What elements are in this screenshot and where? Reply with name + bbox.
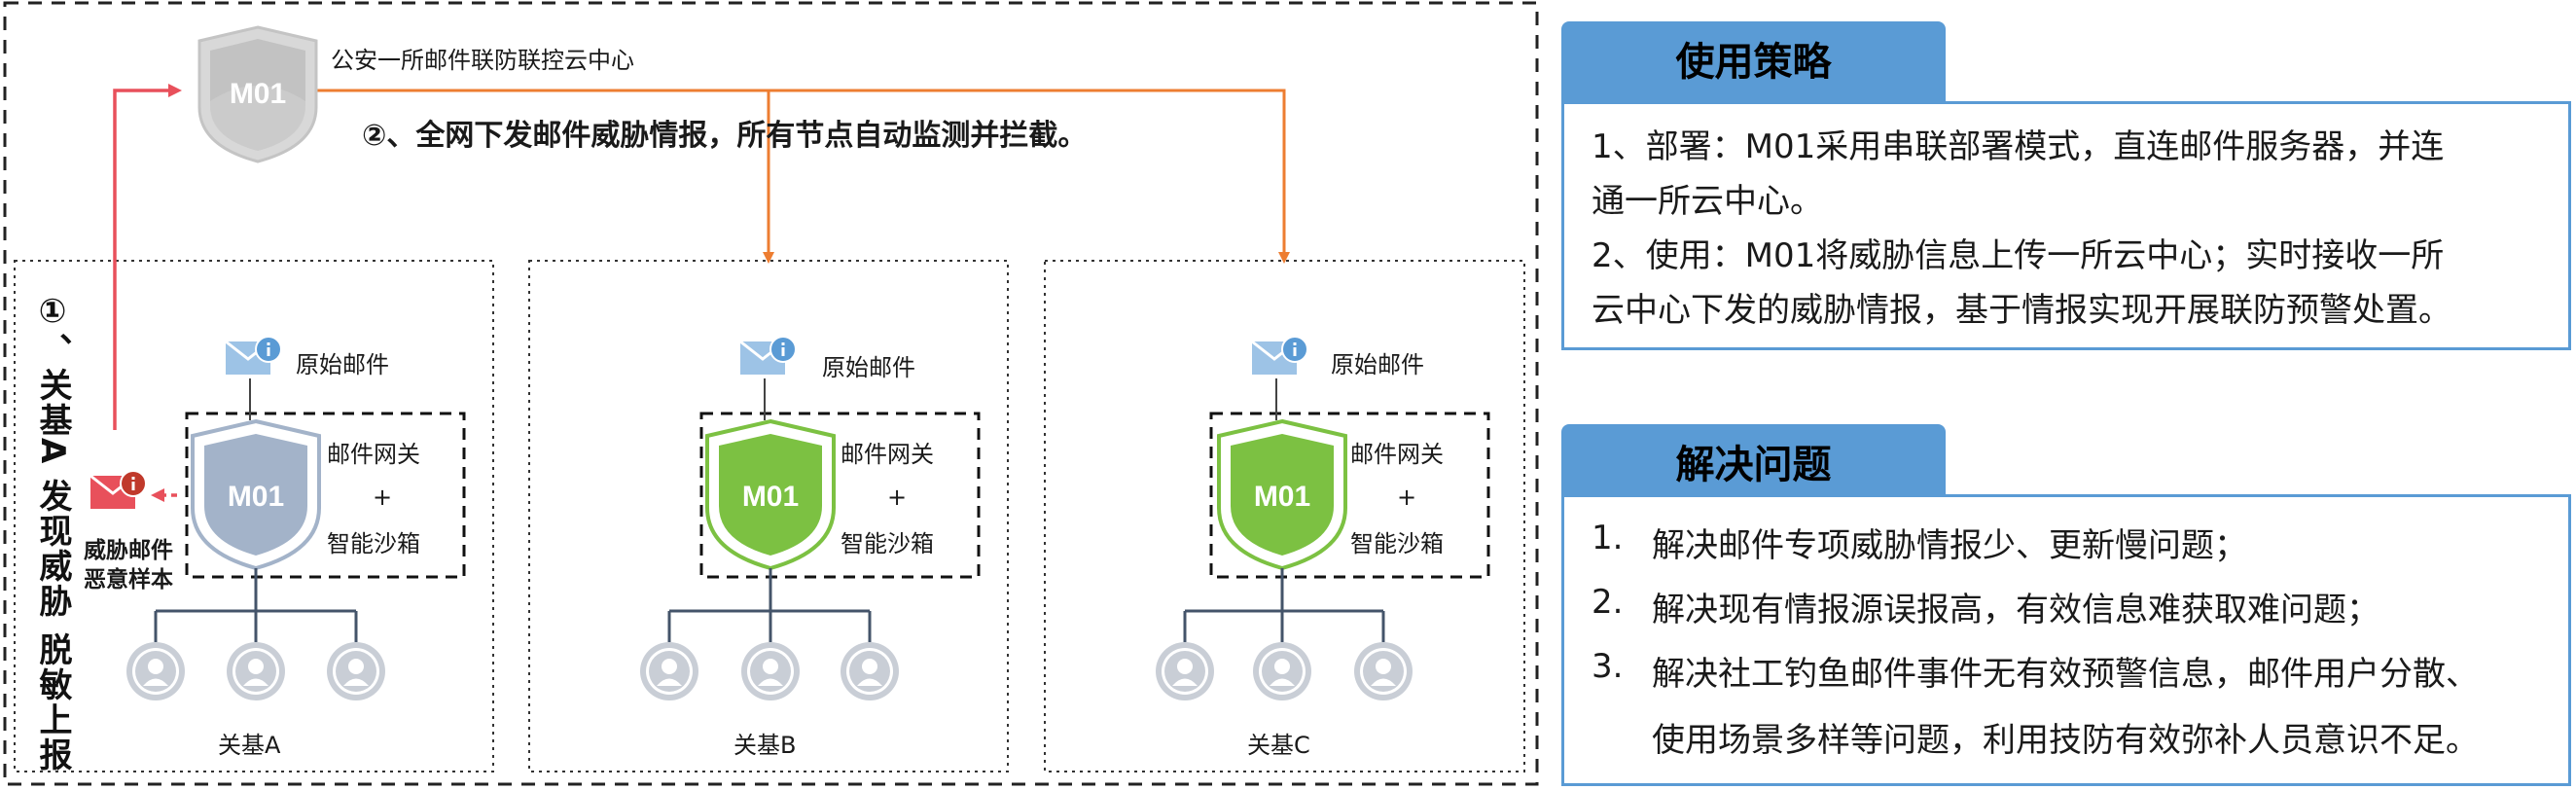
- tree-connector-c: [1183, 568, 1385, 642]
- site-c-name: 关基C: [1247, 732, 1310, 759]
- user-icon: [1156, 642, 1214, 700]
- site-box-b: [528, 260, 1009, 772]
- site-c-shield-icon: [1217, 418, 1347, 571]
- problem-text-3: 解决社工钓鱼邮件事件无有效预警信息，邮件用户分散、: [1652, 655, 2479, 694]
- site-c-mail-label: 原始邮件: [1331, 351, 1424, 378]
- site-c-gateway-plus: +: [1397, 484, 1417, 511]
- strategy-line-2: 通一所云中心。: [1592, 182, 1823, 221]
- mail-icon-c: [1251, 336, 1308, 375]
- site-box-a: [14, 260, 494, 772]
- strategy-line-1: 1、部署：M01采用串联部署模式，直连邮件服务器，并连: [1592, 127, 2445, 166]
- cloud-shield-icon: [197, 25, 318, 163]
- threat-mail-icon: [89, 470, 147, 509]
- site-b-gateway-line2: 智能沙箱: [841, 530, 934, 557]
- problem-text-2: 解决现有情报源误报高，有效信息难获取难问题；: [1652, 591, 2379, 629]
- site-b-shield-icon: [705, 418, 836, 571]
- site-a-gateway-plus: +: [373, 484, 393, 511]
- problem-num-1: 1.: [1592, 519, 1624, 557]
- user-icon: [1253, 642, 1311, 700]
- site-b-badge: M01: [742, 481, 799, 513]
- gateway-box-b: [699, 412, 981, 579]
- cloud-badge: M01: [230, 78, 286, 110]
- site-b-mail-label: 原始邮件: [822, 354, 915, 381]
- user-icon: [1354, 642, 1413, 700]
- problem-text-3-cont: 使用场景多样等问题，利用技防有效弥补人员意识不足。: [1652, 721, 2479, 760]
- strategy-tab-title: 使用策略: [1561, 21, 1946, 103]
- gateway-box-c: [1209, 412, 1490, 579]
- problem-num-3: 3.: [1592, 647, 1624, 686]
- site-c-badge: M01: [1254, 481, 1310, 513]
- strategy-panel: 1、部署：M01采用串联部署模式，直连邮件服务器，并连 通一所云中心。 2、使用…: [1561, 101, 2571, 350]
- threat-label-line2: 恶意样本: [84, 567, 173, 592]
- site-b-name: 关基B: [733, 732, 797, 759]
- tree-connector-b: [667, 568, 872, 642]
- problems-panel: 1. 解决邮件专项威胁情报少、更新慢问题； 2. 解决现有情报源误报高，有效信息…: [1561, 494, 2571, 786]
- problem-text-1: 解决邮件专项威胁情报少、更新慢问题；: [1652, 526, 2247, 565]
- user-icon: [327, 642, 385, 700]
- problems-tab-title: 解决问题: [1561, 424, 1946, 498]
- user-icon: [741, 642, 800, 700]
- site-c-gateway-line1: 邮件网关: [1350, 441, 1444, 468]
- site-a-gateway-line2: 智能沙箱: [327, 530, 420, 557]
- site-a-badge: M01: [228, 481, 284, 513]
- distribution-caption: ②、全网下发邮件威胁情报，所有节点自动监测并拦截。: [362, 119, 1088, 153]
- strategy-line-3: 2、使用：M01将威胁信息上传一所云中心；实时接收一所: [1592, 236, 2445, 275]
- cloud-center-label: 公安一所邮件联防联控云中心: [331, 47, 634, 74]
- strategy-line-4: 云中心下发的威胁情报，基于情报实现开展联防预警处置。: [1592, 291, 2451, 330]
- orange-arrow-to-c: [769, 89, 1290, 264]
- mail-icon-b: [739, 336, 797, 375]
- problem-num-2: 2.: [1592, 583, 1624, 622]
- site-b-gateway-line1: 邮件网关: [841, 441, 934, 468]
- site-a-mail-label: 原始邮件: [296, 351, 389, 378]
- user-icon: [126, 642, 185, 700]
- threat-label-line1: 威胁邮件: [84, 538, 173, 563]
- site-b-gateway-plus: +: [887, 484, 908, 511]
- site-box-c: [1044, 260, 1525, 772]
- user-icon: [640, 642, 698, 700]
- step1-vertical-caption: ①、关基A 发现威胁 脱敏上报: [33, 292, 72, 772]
- red-arrow-to-cloud: [113, 84, 182, 430]
- site-a-gateway-line1: 邮件网关: [327, 441, 420, 468]
- outer-dashed-frame: [3, 1, 1539, 786]
- tree-connector-a: [154, 568, 358, 642]
- user-icon: [227, 642, 285, 700]
- site-c-gateway-line2: 智能沙箱: [1350, 530, 1444, 557]
- gateway-box-a: [185, 412, 466, 579]
- site-a-name: 关基A: [218, 732, 281, 759]
- user-icon: [841, 642, 899, 700]
- mail-icon-a: [225, 336, 282, 375]
